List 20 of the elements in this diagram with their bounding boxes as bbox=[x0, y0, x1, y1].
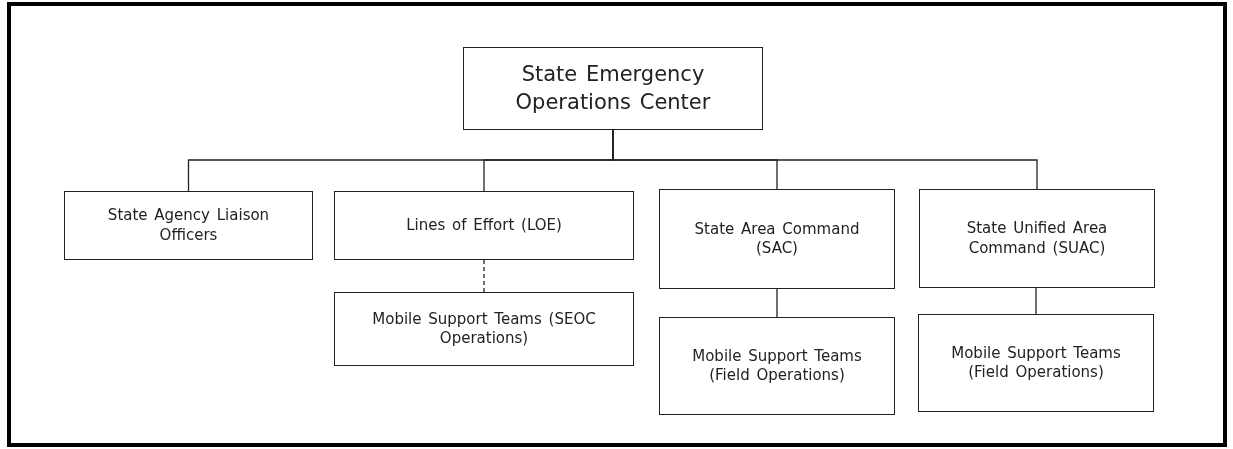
box-label: Mobile Support Teams (Field Operations) bbox=[950, 343, 1122, 383]
org-box bbox=[659, 189, 895, 289]
connector-line bbox=[1035, 287, 1037, 315]
org-box bbox=[918, 314, 1154, 412]
box-label: State Unified Area Command (SUAC) bbox=[965, 219, 1109, 258]
org-box bbox=[659, 317, 895, 415]
box-label: State Agency Liaison Officers bbox=[106, 206, 271, 245]
org-box bbox=[334, 191, 634, 260]
box-label: Mobile Support Teams (Field Operations) bbox=[691, 346, 863, 386]
box-label: Mobile Support Teams (SEOC Operations) bbox=[371, 309, 597, 349]
connector-line bbox=[612, 129, 1038, 190]
org-box bbox=[463, 47, 763, 130]
box-label: State Area Command (SAC) bbox=[693, 219, 861, 259]
connector-line bbox=[483, 259, 485, 293]
box-label: Lines of Effort (LOE) bbox=[406, 215, 562, 236]
org-box bbox=[334, 292, 634, 366]
connector-line bbox=[776, 288, 778, 318]
org-box bbox=[919, 189, 1155, 288]
box-label: State Emergency Operations Center bbox=[514, 61, 712, 116]
org-box bbox=[64, 191, 313, 260]
